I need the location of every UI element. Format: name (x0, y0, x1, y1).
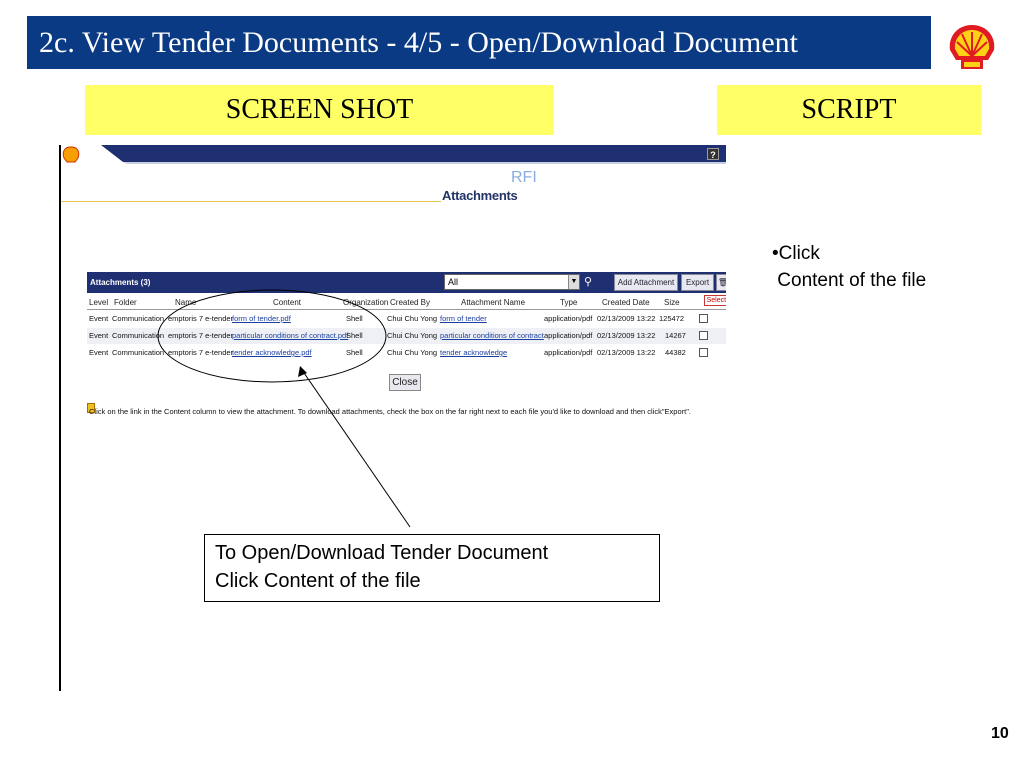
select-all-button[interactable]: Select All (704, 295, 726, 306)
cell-org: Shell (346, 314, 363, 323)
page-subtitle: RFI (511, 169, 537, 186)
script-label: SCRIPT (717, 85, 981, 135)
column-header: Type (560, 298, 578, 307)
callout-line-2: Click Content of the file (215, 570, 421, 592)
cell-date: 02/13/2009 13:22 (597, 314, 656, 323)
cell-folder: Communication (112, 314, 165, 323)
help-hint-text: Click on the link in the Content column … (89, 407, 691, 416)
filter-value: All (448, 277, 459, 287)
column-header: Content (273, 298, 302, 307)
cell-date: 02/13/2009 13:22 (597, 331, 656, 340)
cell-level: Event (89, 348, 109, 357)
row-checkbox[interactable] (699, 348, 708, 357)
cell-size: 14267 (665, 331, 686, 340)
screenshot-label: SCREEN SHOT (85, 85, 554, 135)
cell-created-by: Chui Chu Yong (387, 348, 438, 357)
column-header: Created Date (602, 298, 650, 307)
export-button[interactable]: Export (681, 274, 714, 291)
shell-logo-icon (949, 25, 995, 69)
help-button[interactable]: ? (707, 148, 719, 160)
column-header: Name (175, 298, 197, 307)
add-attachment-button[interactable]: Add Attachment (614, 274, 678, 291)
table-row: Event Communication emptoris 7 e-tender … (87, 311, 726, 327)
callout-line-1: To Open/Download Tender Document (215, 542, 549, 564)
slide-title-bar: 2c. View Tender Documents - 4/5 - Open/D… (27, 16, 931, 69)
cell-date: 02/13/2009 13:22 (597, 348, 656, 357)
cell-folder: Communication (112, 348, 165, 357)
cell-size: 44382 (665, 348, 686, 357)
column-header: Level (89, 298, 109, 307)
column-header: Organization (343, 298, 389, 307)
page-number: 10 (991, 725, 1009, 742)
page-title: Attachments (442, 188, 518, 203)
row-checkbox[interactable] (699, 314, 708, 323)
cell-type: application/pdf (544, 314, 593, 323)
row-checkbox[interactable] (699, 331, 708, 340)
slide-title: 2c. View Tender Documents - 4/5 - Open/D… (39, 26, 798, 59)
table-row: Event Communication emptoris 7 e-tender … (87, 328, 726, 344)
chevron-down-icon[interactable]: ▼ (568, 275, 579, 289)
column-header: Folder (114, 298, 137, 307)
cell-name: emptoris 7 e-tender (168, 348, 234, 357)
binoculars-icon[interactable]: ⚲ (584, 276, 593, 288)
script-bullet: •Click Content of the file (772, 243, 927, 291)
cell-level: Event (89, 331, 109, 340)
panel-title: Attachments (3) (90, 278, 151, 287)
cell-name: emptoris 7 e-tender (168, 331, 234, 340)
attachment-name-link[interactable]: particular conditions of contract (440, 331, 544, 340)
cell-org: Shell (346, 348, 363, 357)
cell-type: application/pdf (544, 348, 593, 357)
table-row: Event Communication emptoris 7 e-tender … (87, 345, 726, 361)
close-button[interactable]: Close (389, 374, 421, 391)
cell-folder: Communication (112, 331, 165, 340)
cell-level: Event (89, 314, 109, 323)
tip-icon (87, 403, 95, 413)
cell-created-by: Chui Chu Yong (387, 314, 438, 323)
title-divider (61, 201, 441, 202)
content-link[interactable]: form of tender.pdf (232, 314, 291, 323)
cell-size: 125472 (659, 314, 685, 323)
attachments-panel-header: Attachments (3) All ▼ ⚲ Add Attachment E… (87, 272, 726, 293)
cell-created-by: Chui Chu Yong (387, 331, 438, 340)
cell-type: application/pdf (544, 331, 593, 340)
content-link[interactable]: tender acknowledge.pdf (232, 348, 312, 357)
trash-icon[interactable]: 🗑 (716, 274, 726, 291)
attachment-name-link[interactable]: tender acknowledge (440, 348, 508, 357)
cell-name: emptoris 7 e-tender (168, 314, 234, 323)
app-header-strip (62, 145, 726, 164)
cell-org: Shell (346, 331, 363, 340)
filter-select[interactable]: All ▼ (444, 274, 580, 290)
table-header: Level Folder Name Content Organization C… (87, 295, 726, 310)
column-header: Size (664, 298, 680, 307)
callout-box: To Open/Download Tender Document Click C… (204, 534, 660, 602)
column-header: Attachment Name (461, 298, 526, 307)
content-link[interactable]: particular conditions of contract.pdf (232, 331, 349, 340)
attachment-name-link[interactable]: form of tender (440, 314, 487, 323)
column-header: Created By (390, 298, 431, 307)
